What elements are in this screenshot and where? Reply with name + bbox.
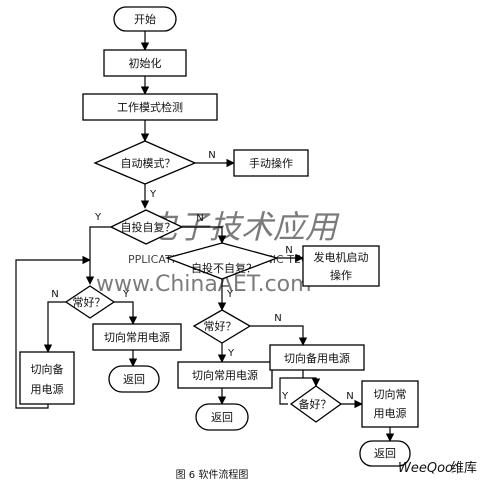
mid-normal-good-label: 常好？ bbox=[204, 319, 237, 333]
right-switch-normal-label-line1: 切向常 bbox=[374, 387, 407, 401]
left-normal-good-label: 常好？ bbox=[73, 295, 106, 309]
init-label: 初始化 bbox=[129, 56, 162, 70]
mid-good-no-label: N bbox=[274, 313, 281, 324]
generator-start-box bbox=[302, 245, 380, 287]
right-switch-normal-label-line2: 用电源 bbox=[374, 406, 407, 420]
generator-start-label-line2: 操作 bbox=[330, 268, 352, 282]
backup-good-decision bbox=[289, 385, 343, 423]
self-recover-yes-label: Y bbox=[94, 212, 102, 223]
mid-switch-backup-label: 切向备用电源 bbox=[284, 351, 350, 365]
mid-good-yes-label: Y bbox=[227, 348, 235, 359]
left-return-terminal bbox=[108, 365, 160, 393]
manual-op-label: 手动操作 bbox=[249, 156, 293, 170]
right-return-label: 返回 bbox=[374, 447, 396, 460]
left-good-no-label: N bbox=[51, 289, 58, 300]
backup-good-yes-label: Y bbox=[281, 391, 289, 402]
self-recover-label: 自投自复？ bbox=[121, 220, 176, 234]
mid-switch-backup-box bbox=[269, 344, 365, 371]
corner-brand-latin: WeeQoo bbox=[398, 461, 453, 476]
mid-return-label: 返回 bbox=[211, 411, 233, 424]
mode-detect-label: 工作模式检测 bbox=[117, 100, 183, 114]
mode-detect-box bbox=[82, 93, 218, 121]
figure-caption: 图 6 软件流程图 bbox=[176, 468, 249, 481]
edge-loop-back bbox=[15, 255, 91, 409]
start-terminal bbox=[113, 6, 177, 32]
right-switch-normal-box bbox=[361, 380, 419, 428]
self-recover-no-label: N bbox=[196, 213, 203, 224]
backup-good-label: 备好？ bbox=[299, 397, 332, 411]
corner-brand-chinese: 维库 bbox=[451, 460, 477, 476]
mid-return-terminal bbox=[195, 403, 249, 431]
mid-switch-normal-box bbox=[177, 361, 273, 389]
backup-good-no-label: N bbox=[346, 391, 353, 402]
edge-leftgood-backup bbox=[43, 301, 66, 353]
edge-selfrecover-noself bbox=[182, 226, 227, 244]
init-box bbox=[103, 49, 187, 77]
edge-midgood-backup bbox=[250, 325, 308, 346]
left-return-label: 返回 bbox=[123, 373, 145, 386]
self-recover-decision bbox=[109, 209, 184, 245]
self-no-recover-label: 自投不自复？ bbox=[191, 261, 257, 275]
left-switch-backup-label-line1: 切向备 bbox=[31, 362, 64, 376]
left-switch-normal-label: 切向常用电源 bbox=[104, 330, 170, 344]
mid-normal-good-decision bbox=[192, 309, 252, 344]
left-normal-good-decision bbox=[64, 285, 116, 319]
watermark-url: www.ChinaAET.com bbox=[96, 272, 312, 297]
left-switch-normal-box bbox=[92, 323, 182, 351]
left-switch-backup-box bbox=[19, 351, 75, 405]
connectors bbox=[15, 31, 395, 442]
generator-start-label-line1: 发电机启动 bbox=[314, 250, 369, 264]
edge-backupgood-loop bbox=[279, 377, 303, 405]
mid-switch-normal-label: 切向常用电源 bbox=[192, 368, 258, 382]
left-switch-backup-label-line2: 用电源 bbox=[31, 382, 64, 396]
left-good-yes-label: Y bbox=[122, 289, 130, 300]
auto-mode-decision bbox=[93, 140, 197, 185]
self-no-recover-no-label: N bbox=[285, 245, 292, 256]
edge-leftgood-normal bbox=[114, 301, 138, 325]
edge-midbackup-backupgood bbox=[302, 370, 321, 387]
self-no-recover-decision bbox=[164, 242, 280, 280]
self-no-recover-yes-label: Y bbox=[226, 289, 234, 300]
manual-op-box bbox=[233, 149, 309, 177]
auto-mode-label: 自动模式？ bbox=[121, 157, 176, 170]
auto-mode-yes-label: Y bbox=[149, 189, 157, 200]
right-return-terminal bbox=[359, 440, 411, 467]
auto-mode-no-label: N bbox=[208, 150, 215, 161]
start-label: 开始 bbox=[134, 12, 156, 26]
edge-selfrecover-left bbox=[85, 226, 111, 285]
